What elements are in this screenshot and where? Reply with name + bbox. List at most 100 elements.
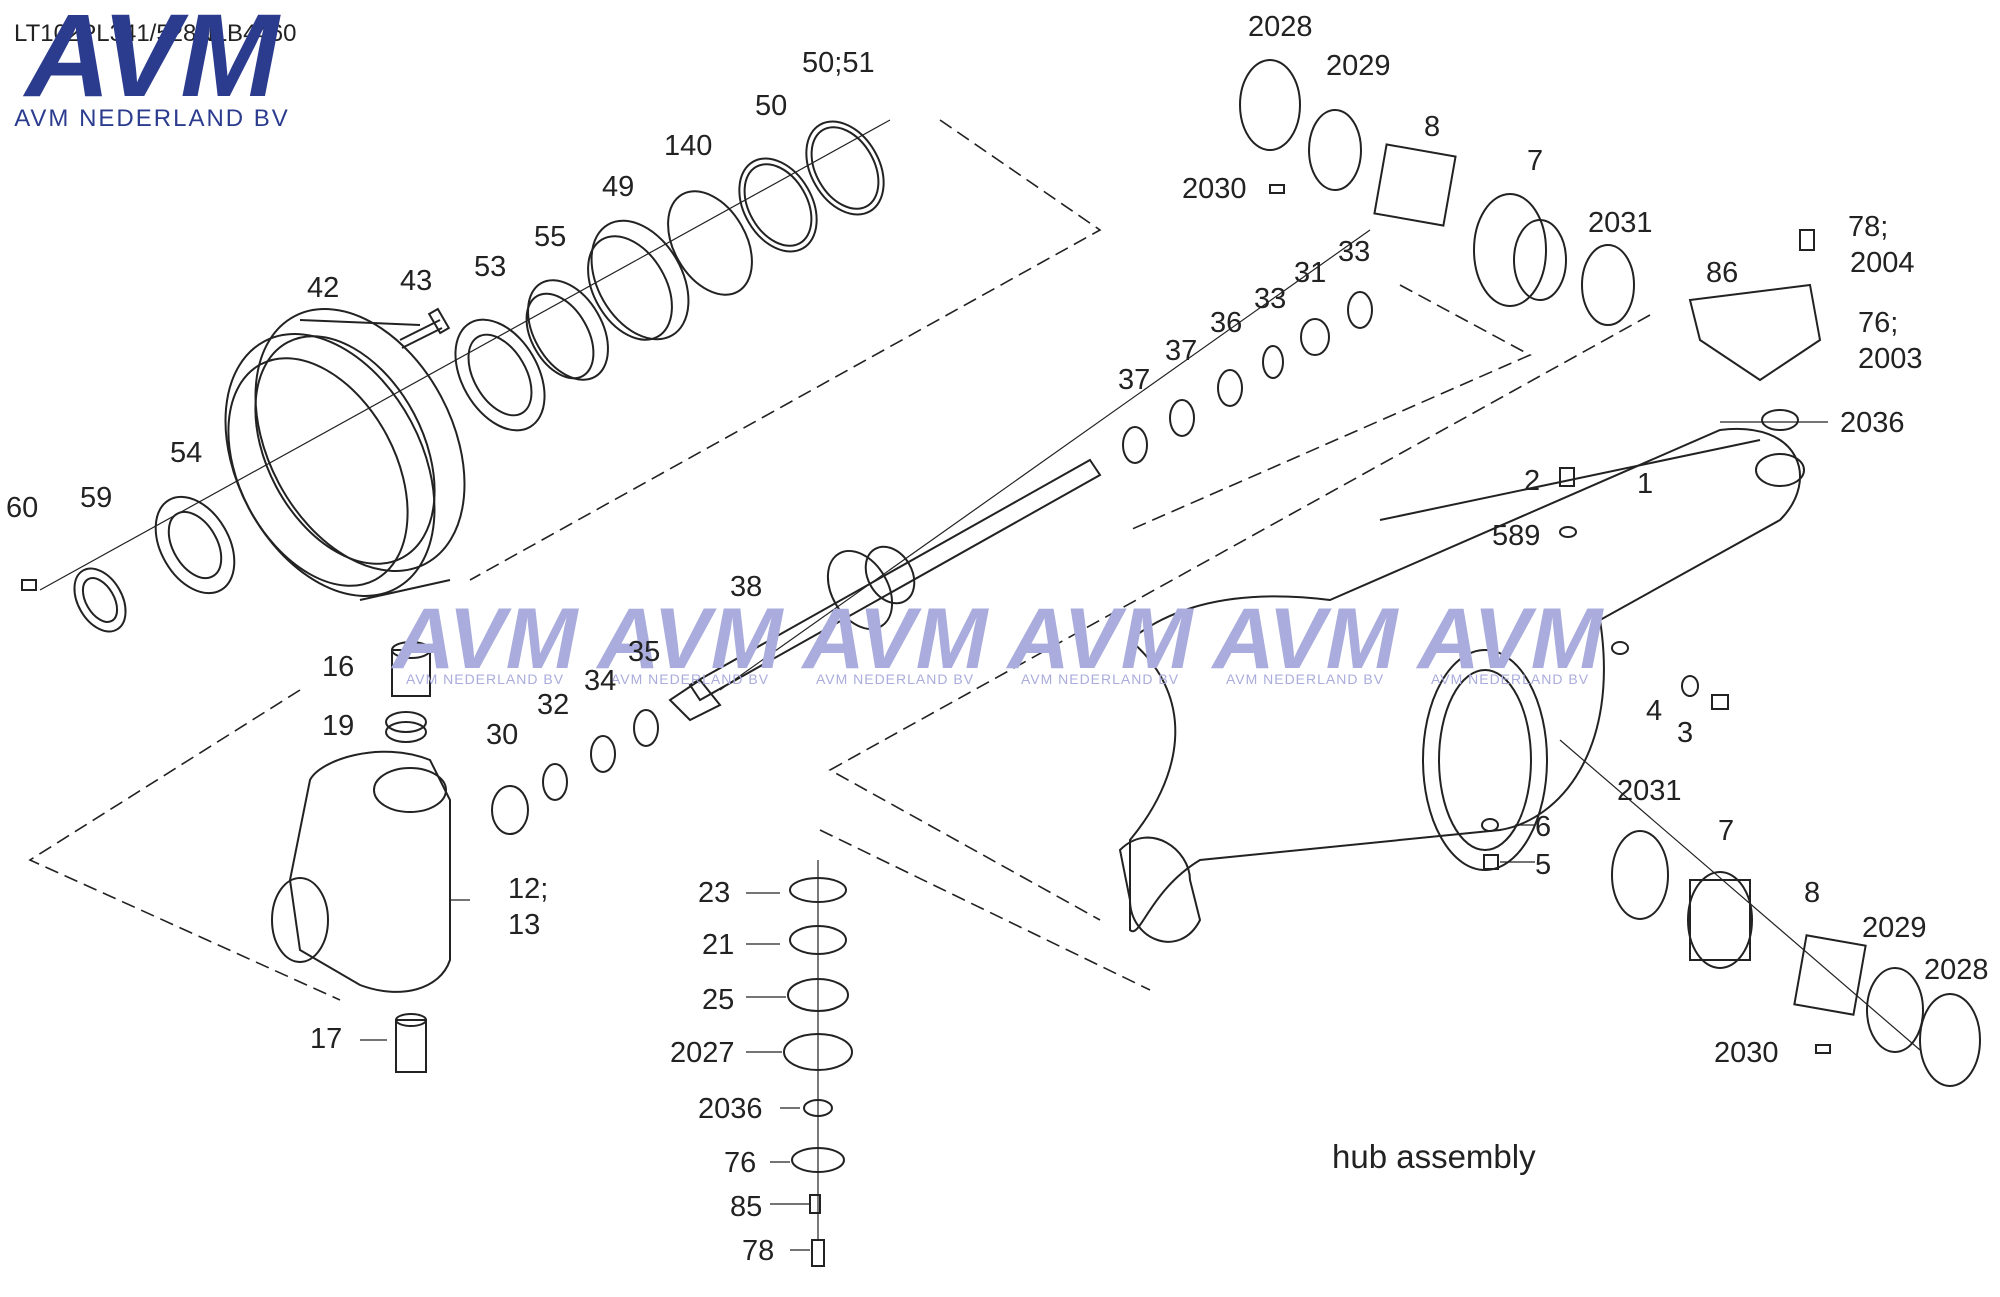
avm-brand-logo: AVM AVM NEDERLAND BV bbox=[14, 0, 290, 130]
callout-53: 53 bbox=[474, 251, 506, 283]
watermark-logo-text: AVM bbox=[596, 591, 785, 687]
callout-37a: 37 bbox=[1118, 364, 1150, 396]
callout-78-2004-line1: 78; bbox=[1848, 211, 1888, 243]
bearing-ring-49 bbox=[587, 219, 690, 341]
bushing-8-top bbox=[1373, 143, 1457, 227]
callout-3: 3 bbox=[1677, 717, 1693, 749]
callout-86: 86 bbox=[1706, 257, 1738, 289]
callout-8-top: 8 bbox=[1424, 111, 1440, 143]
seal-2029-bottom bbox=[1866, 967, 1924, 1053]
callout-36: 36 bbox=[1210, 307, 1242, 339]
callout-76-2003-line1: 76; bbox=[1858, 307, 1898, 339]
bolt-43 bbox=[399, 307, 451, 349]
callout-76-2003-line2: 2003 bbox=[1858, 343, 1923, 375]
callout-4: 4 bbox=[1646, 695, 1662, 727]
bushing-17 bbox=[395, 1013, 427, 1073]
wheel-hub-42 bbox=[224, 308, 466, 601]
bushing-7-bottom bbox=[1687, 871, 1753, 969]
bushing-8-bottom bbox=[1793, 934, 1867, 1016]
callout-54: 54 bbox=[170, 437, 202, 469]
assembly-guide-lines bbox=[28, 119, 1651, 1001]
callout-30: 30 bbox=[486, 719, 518, 751]
small-fittings bbox=[1269, 184, 1831, 1054]
callout-78-2004-line2: 2004 bbox=[1850, 247, 1915, 279]
callout-12-13-line1: 12; bbox=[508, 873, 548, 905]
callout-7-top: 7 bbox=[1527, 145, 1543, 177]
seal-ring-50-51 bbox=[805, 120, 885, 216]
callout-589: 589 bbox=[1492, 520, 1540, 552]
callout-1: 1 bbox=[1637, 468, 1653, 500]
callout-25: 25 bbox=[702, 984, 734, 1016]
callout-5: 5 bbox=[1535, 849, 1551, 881]
ring-2028-bottom bbox=[1919, 993, 1981, 1087]
callout-2031-bottom: 2031 bbox=[1617, 775, 1682, 807]
callout-23: 23 bbox=[698, 877, 730, 909]
callout-2028-bottom: 2028 bbox=[1924, 954, 1989, 986]
callout-6: 6 bbox=[1535, 811, 1551, 843]
callout-38: 38 bbox=[730, 571, 762, 603]
watermark-logo-text: AVM bbox=[391, 591, 580, 687]
vertical-stack-parts bbox=[783, 877, 853, 1267]
ring-2031-bottom bbox=[1611, 830, 1669, 920]
diagram-caption: hub assembly bbox=[1332, 1138, 1536, 1175]
callout-2030-bottom: 2030 bbox=[1714, 1037, 1779, 1069]
callout-76: 76 bbox=[724, 1147, 756, 1179]
callout-32: 32 bbox=[537, 689, 569, 721]
bushing-16 bbox=[391, 641, 431, 697]
callout-2036-top: 2036 bbox=[1840, 407, 1905, 439]
watermark-company-text: AVM NEDERLAND BV bbox=[611, 671, 769, 687]
bolt-78-2004 bbox=[1799, 229, 1815, 251]
callout-60: 60 bbox=[6, 492, 38, 524]
o-ring-140 bbox=[667, 190, 753, 296]
callout-59: 59 bbox=[80, 482, 112, 514]
bearing-54 bbox=[154, 495, 236, 595]
callout-31: 31 bbox=[1294, 257, 1326, 289]
steering-knuckle-12-13 bbox=[271, 750, 451, 993]
watermark-2: AVM AVM NEDERLAND BV bbox=[596, 591, 785, 687]
callout-2029-top: 2029 bbox=[1326, 50, 1391, 82]
ring-2028-top bbox=[1239, 59, 1301, 151]
seal-55 bbox=[525, 279, 609, 381]
callout-55: 55 bbox=[534, 221, 566, 253]
watermark-3: AVM AVM NEDERLAND BV bbox=[801, 591, 990, 687]
bushing-7-top bbox=[1473, 193, 1567, 307]
steering-plate-76-2003 bbox=[1688, 283, 1822, 382]
callout-140: 140 bbox=[664, 130, 712, 162]
watermark-6: AVM AVM NEDERLAND BV bbox=[1416, 591, 1605, 687]
seal-ring-50 bbox=[738, 157, 818, 253]
callout-50-51: 50;51 bbox=[802, 47, 875, 79]
callout-labels: 60 59 54 42 43 53 55 49 140 50 50;51 16 … bbox=[6, 11, 1989, 1267]
callout-50: 50 bbox=[755, 90, 787, 122]
watermark-logo-text: AVM bbox=[1416, 591, 1605, 687]
callout-49: 49 bbox=[602, 171, 634, 203]
callout-leader-lines bbox=[360, 421, 1828, 1251]
watermark-4: AVM AVM NEDERLAND BV bbox=[1006, 591, 1195, 687]
screw-60 bbox=[21, 579, 37, 591]
brand-company-name: AVM NEDERLAND BV bbox=[14, 105, 290, 130]
watermark-company-text: AVM NEDERLAND BV bbox=[1226, 671, 1384, 687]
callout-78: 78 bbox=[742, 1235, 774, 1267]
watermark-company-text: AVM NEDERLAND BV bbox=[406, 671, 564, 687]
callout-2030-top: 2030 bbox=[1182, 173, 1247, 205]
watermark-1: AVM AVM NEDERLAND BV bbox=[391, 591, 580, 687]
watermark-logo-text: AVM bbox=[801, 591, 990, 687]
callout-2036-bottom: 2036 bbox=[698, 1093, 763, 1125]
callout-8-bottom: 8 bbox=[1804, 877, 1820, 909]
callout-2029-bottom: 2029 bbox=[1862, 912, 1927, 944]
callout-2: 2 bbox=[1524, 465, 1540, 497]
ring-2031-top bbox=[1581, 244, 1635, 326]
callout-33b: 33 bbox=[1338, 236, 1370, 268]
callout-2027: 2027 bbox=[670, 1037, 735, 1069]
document-code: LT102PL341/528NLB4460 bbox=[14, 20, 297, 47]
callout-2028-top: 2028 bbox=[1248, 11, 1313, 43]
watermark-logo-text: AVM bbox=[1211, 591, 1400, 687]
callout-33a: 33 bbox=[1254, 283, 1286, 315]
lock-nut-59 bbox=[73, 567, 127, 633]
callout-34: 34 bbox=[584, 665, 616, 697]
callout-2031-top: 2031 bbox=[1588, 207, 1653, 239]
callout-21: 21 bbox=[702, 929, 734, 961]
callout-17: 17 bbox=[310, 1023, 342, 1055]
callout-16: 16 bbox=[322, 651, 354, 683]
